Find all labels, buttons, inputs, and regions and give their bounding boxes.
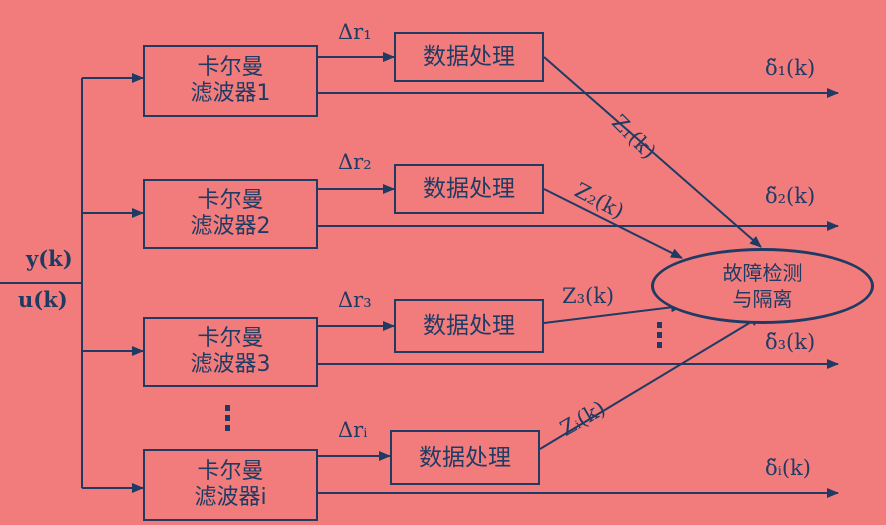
output-label-1: δ̃₁(k) [765, 56, 816, 80]
z-label-3: Z₃(k) [562, 284, 615, 308]
filter-label-line1: 卡尔曼 [197, 459, 264, 484]
kalman-filter-2: 卡尔曼 滤波器2 [143, 179, 318, 249]
input-u-label: u(k) [18, 287, 68, 312]
filter-label-line2: 滤波器2 [190, 214, 271, 239]
ellipsis-dots [225, 322, 662, 431]
filter-label-line2: 滤波器1 [190, 81, 271, 106]
residual-label-i: Δrᵢ [338, 418, 368, 442]
fault-detection-isolation: 故障检测 与隔离 [651, 248, 874, 324]
kalman-filter-i: 卡尔曼 滤波器i [143, 449, 318, 521]
input-y-label: y(k) [26, 246, 73, 271]
processing-label: 数据处理 [423, 176, 515, 202]
z-arrow-2 [543, 188, 683, 259]
data-processing-i: 数据处理 [390, 430, 540, 485]
residual-label-1: Δr₁ [338, 20, 372, 44]
processing-label: 数据处理 [419, 444, 511, 471]
kalman-filter-3: 卡尔曼 滤波器3 [143, 317, 318, 387]
z-arrow-1 [543, 56, 762, 248]
data-processing-1: 数据处理 [394, 32, 544, 82]
output-label-3: δ̃₃(k) [765, 330, 816, 354]
residual-label-2: Δr₂ [338, 150, 372, 174]
kalman-filter-1: 卡尔曼 滤波器1 [143, 45, 318, 117]
z-arrow-3 [543, 302, 683, 324]
filter-label-line1: 卡尔曼 [197, 326, 264, 351]
filter-label-line1: 卡尔曼 [197, 55, 264, 80]
residual-label-3: Δr₃ [338, 288, 372, 312]
data-processing-2: 数据处理 [394, 164, 544, 214]
processing-label: 数据处理 [423, 313, 515, 339]
detector-label-line1: 故障检测 [722, 261, 803, 285]
filter-label-line2: 滤波器i [194, 485, 267, 510]
z-arrow-i [539, 315, 762, 450]
filter-label-line1: 卡尔曼 [197, 188, 264, 213]
filter-label-line2: 滤波器3 [190, 352, 271, 377]
output-label-i: δ̃ᵢ(k) [765, 456, 811, 480]
data-processing-3: 数据处理 [394, 299, 544, 353]
output-label-2: δ̃₂(k) [765, 184, 816, 208]
detector-label-line2: 与隔离 [732, 287, 793, 311]
processing-label: 数据处理 [423, 44, 515, 70]
